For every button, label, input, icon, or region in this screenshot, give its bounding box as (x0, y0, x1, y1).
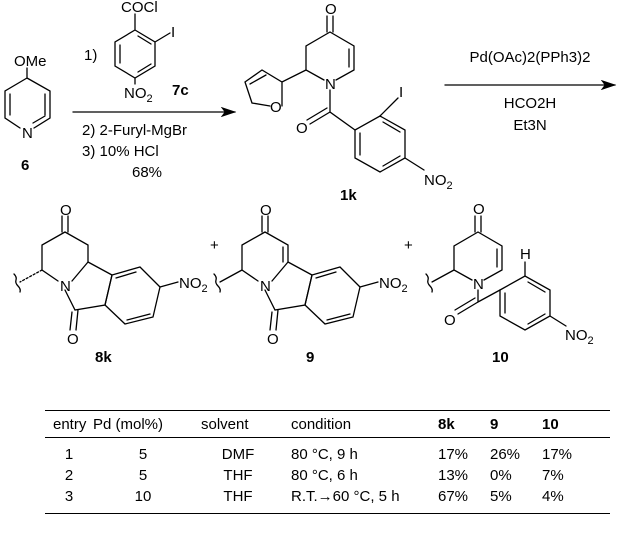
nitrogen-label: N (260, 278, 271, 295)
cell-solvent: THF (223, 488, 253, 505)
step1-yield: 68% (132, 164, 162, 181)
compound-label-9: 9 (306, 349, 314, 366)
cell-condition: R.T.→60 °C, 5 h (291, 488, 400, 505)
nitro-label: NO2 (424, 172, 453, 192)
compound-6-structure: OMe N 6 (4, 53, 51, 174)
nitro-label: NO2 (379, 275, 408, 295)
header-10: 10 (542, 415, 559, 433)
cell-pd: 5 (138, 446, 148, 463)
nitro-label: NO2 (124, 85, 153, 105)
lactam-oxygen-label: O (267, 331, 279, 348)
cell-entry: 1 (64, 446, 74, 463)
cell-pd: 5 (138, 467, 148, 484)
compound-label-7c: 7c (172, 82, 189, 99)
cell-yield-8k: 17% (438, 446, 469, 463)
nitrogen-label: N (325, 76, 336, 93)
cell-yield-9: 0% (490, 467, 512, 484)
cell-solvent: THF (223, 467, 253, 484)
acyl-chloride-label: COCl (121, 0, 158, 16)
cell-entry: 2 (64, 467, 74, 484)
ketone-oxygen-label: O (473, 201, 485, 218)
base-label: Et3N (513, 117, 546, 134)
ketone-oxygen-label: O (60, 202, 72, 219)
hydrogen-label: H (520, 246, 531, 263)
cell-yield-8k: 13% (438, 467, 469, 484)
cell-condition: 80 °C, 9 h (291, 446, 358, 463)
step1-prefix: 1) (84, 47, 97, 64)
amide-oxygen-label: O (296, 120, 308, 137)
plus-sign: + (210, 237, 219, 254)
plus-sign: + (404, 237, 413, 254)
compound-1k-structure: O N O O I NO2 1k (244, 1, 453, 204)
nitro-label: NO2 (565, 327, 594, 347)
header-8k: 8k (438, 415, 455, 433)
cell-pd: 10 (134, 488, 152, 505)
reagent-label: HCO2H (504, 95, 557, 112)
table-row: 3 10 THF R.T.→60 °C, 5 h 67% 5% 4% (45, 486, 610, 514)
nitrogen-label: N (473, 276, 484, 293)
cell-yield-8k: 67% (438, 488, 469, 505)
cell-yield-10: 4% (542, 488, 564, 505)
furan-oxygen-label: O (270, 99, 282, 116)
nitrogen-label: N (60, 278, 71, 295)
iodo-label: I (171, 24, 175, 41)
compound-label-6: 6 (21, 157, 29, 174)
results-table: entry Pd (mol%) solvent condition 8k 9 1… (45, 410, 610, 514)
header-entry: entry (53, 415, 87, 433)
iodo-label: I (399, 84, 403, 101)
cell-solvent: DMF (221, 446, 255, 463)
amide-oxygen-label: O (444, 312, 456, 329)
ketone-oxygen-label: O (325, 1, 337, 18)
compound-7c-structure: COCl I NO2 7c (114, 0, 189, 105)
nitro-label: NO2 (179, 275, 208, 295)
compound-10-structure: O N O H NO2 10 (425, 201, 594, 366)
cell-yield-10: 17% (542, 446, 573, 463)
cell-entry: 3 (64, 488, 74, 505)
compound-9-structure: O N O NO2 9 (213, 202, 408, 366)
reaction-arrow-1: 1) COCl I NO2 7c 2) 2-Furyl-MgBr 3) 10% … (72, 0, 237, 181)
compound-label-10: 10 (492, 349, 509, 366)
header-solvent: solvent (201, 415, 249, 433)
nitrogen-label: N (22, 125, 33, 142)
step1-reagent-2: 2) 2-Furyl-MgBr (82, 122, 187, 139)
methoxy-label: OMe (14, 53, 47, 70)
ketone-oxygen-label: O (260, 202, 272, 219)
header-condition: condition (291, 415, 352, 433)
cell-condition: 80 °C, 6 h (291, 467, 358, 484)
table-row: 1 5 DMF 80 °C, 9 h 17% 26% 17% (45, 438, 610, 466)
catalyst-label: Pd(OAc)2(PPh3)2 (470, 49, 591, 66)
lactam-oxygen-label: O (67, 331, 79, 348)
table-row: 2 5 THF 80 °C, 6 h 13% 0% 7% (45, 465, 610, 486)
compound-label-1k: 1k (340, 187, 357, 204)
compound-label-8k: 8k (95, 349, 112, 366)
cell-yield-9: 26% (490, 446, 521, 463)
step1-reagent-3: 3) 10% HCl (82, 143, 159, 160)
table-header-row: entry Pd (mol%) solvent condition 8k 9 1… (45, 410, 610, 438)
header-9: 9 (490, 415, 499, 433)
reaction-arrow-2: Pd(OAc)2(PPh3)2 HCO2H Et3N (444, 49, 617, 134)
cell-yield-10: 7% (542, 467, 564, 484)
compound-8k-structure: O N O NO2 8k (13, 202, 208, 366)
cell-yield-9: 5% (490, 488, 512, 505)
header-pd: Pd (mol%) (93, 415, 164, 433)
